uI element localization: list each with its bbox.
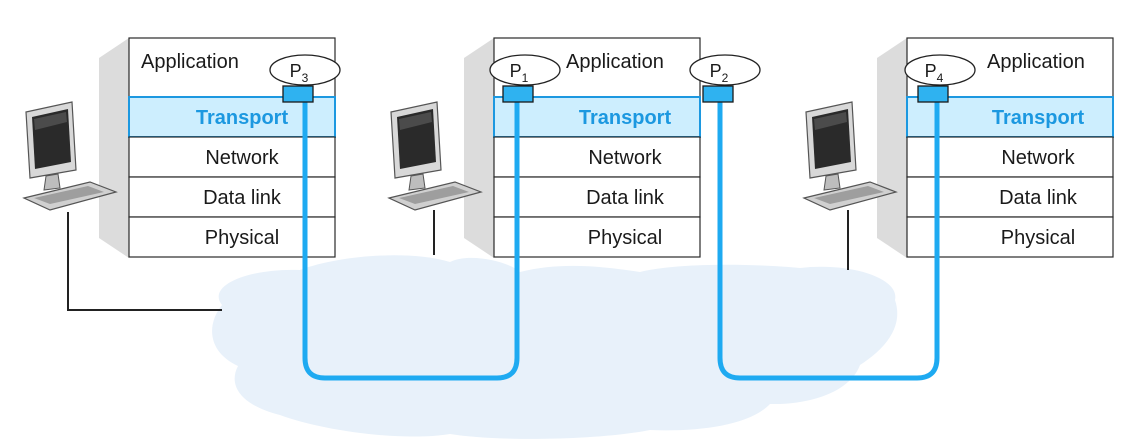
layer-transport-box xyxy=(906,96,1114,138)
process-ellipse xyxy=(269,54,341,86)
layer-transport-label: Transport xyxy=(196,107,289,129)
layer-application-label: Application xyxy=(566,51,664,73)
path-p3-to-p1 xyxy=(302,95,520,381)
layer-network-label: Network xyxy=(205,147,279,169)
keyboard-keys xyxy=(814,186,884,204)
stack-shadow xyxy=(877,38,907,258)
process-label: P4 xyxy=(925,61,944,85)
layer-data-link-box xyxy=(906,176,1114,218)
screen-glare xyxy=(814,112,847,130)
layer-physical-label: Physical xyxy=(1001,227,1075,249)
process-ellipse xyxy=(489,54,561,86)
process-p1: P1 xyxy=(489,54,561,103)
layer-data-link-box xyxy=(493,176,701,218)
socket-icon xyxy=(282,85,314,103)
layer-physical-box xyxy=(906,216,1114,258)
layer-network-label: Network xyxy=(588,147,662,169)
keyboard-keys xyxy=(399,186,469,204)
desktop-computer-icon-middle xyxy=(387,101,483,211)
layer-transport-box xyxy=(128,96,336,138)
path-p2-to-p4 xyxy=(717,95,940,381)
layer-data-link-label: Data link xyxy=(203,187,282,209)
process-p4: P4 xyxy=(904,54,976,103)
process-label: P3 xyxy=(290,61,309,85)
process-p2: P2 xyxy=(689,54,761,103)
keyboard-keys xyxy=(34,186,104,204)
socket-icon xyxy=(917,85,949,103)
layer-physical-label: Physical xyxy=(205,227,279,249)
network-cloud-icon xyxy=(212,255,898,439)
stack-shadow xyxy=(99,38,129,258)
process-p3: P3 xyxy=(269,54,341,103)
process-label: P1 xyxy=(510,61,529,85)
process-label: P2 xyxy=(710,61,729,85)
layer-network-box xyxy=(128,136,336,178)
layer-data-link-label: Data link xyxy=(999,187,1078,209)
monitor-stand xyxy=(408,173,426,191)
desktop-computer-icon-left xyxy=(22,101,118,211)
process-ellipse xyxy=(904,54,976,86)
layer-physical-label: Physical xyxy=(588,227,662,249)
layer-physical-box xyxy=(128,216,336,258)
processes: P3 P1 P2 P4 xyxy=(269,54,976,103)
socket-icon xyxy=(702,85,734,103)
host-cables xyxy=(67,210,849,311)
desktop-computer-icon-right xyxy=(802,101,898,211)
transport-paths xyxy=(302,95,940,381)
left-host-cable xyxy=(67,212,222,311)
process-ellipse xyxy=(689,54,761,86)
host-computers xyxy=(22,101,898,211)
screen-glare xyxy=(34,112,67,130)
layer-network-box xyxy=(493,136,701,178)
screen-glare xyxy=(399,112,432,130)
layer-application-label: Application xyxy=(987,51,1085,73)
monitor-stand xyxy=(823,173,841,191)
layer-network-label: Network xyxy=(1001,147,1075,169)
monitor-stand xyxy=(43,173,61,191)
layer-transport-label: Transport xyxy=(579,107,672,129)
socket-icon xyxy=(502,85,534,103)
stack-shadow xyxy=(464,38,494,258)
layer-transport-label: Transport xyxy=(992,107,1085,129)
layer-data-link-label: Data link xyxy=(586,187,665,209)
layer-data-link-box xyxy=(128,176,336,218)
layer-physical-box xyxy=(493,216,701,258)
layer-application-label: Application xyxy=(141,51,239,73)
